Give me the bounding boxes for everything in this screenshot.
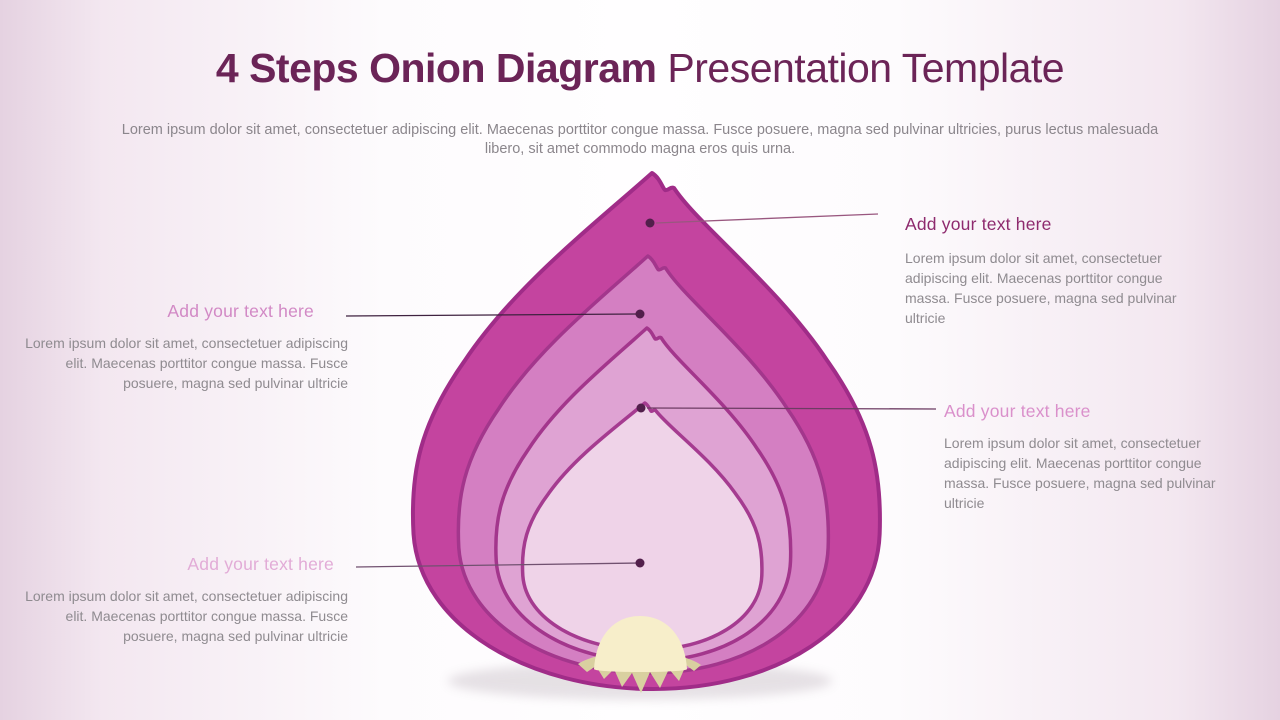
- onion-root-bulb: [594, 616, 687, 672]
- connector-line-3: [646, 407, 937, 410]
- connector-dot-3: [636, 403, 646, 413]
- callout-step-1: Add your text here Lorem ipsum dolor sit…: [905, 214, 1207, 328]
- callout-step-2: Add your text here Lorem ipsum dolor sit…: [18, 301, 348, 393]
- callout-step-3: Add your text here Lorem ipsum dolor sit…: [944, 401, 1244, 513]
- onion-layer-4-core: [520, 401, 764, 652]
- callout-step-1-body: Lorem ipsum dolor sit amet, consectetuer…: [905, 250, 1177, 326]
- connector-dot-2: [635, 309, 645, 319]
- callout-step-4-heading: Add your text here: [187, 554, 334, 574]
- title-bold-part: 4 Steps Onion Diagram: [215, 45, 657, 91]
- callout-step-1-heading: Add your text here: [905, 214, 1052, 234]
- connector-line-4: [355, 562, 642, 568]
- callout-step-2-body: Lorem ipsum dolor sit amet, consectetuer…: [25, 335, 348, 391]
- title-regular-part: Presentation Template: [667, 45, 1065, 91]
- callout-step-4-body: Lorem ipsum dolor sit amet, consectetuer…: [25, 588, 348, 644]
- page-title: 4 Steps Onion Diagram Presentation Templ…: [0, 44, 1280, 93]
- connector-dot-1: [645, 218, 655, 228]
- connector-line-1: [655, 213, 879, 224]
- connector-line-2: [345, 313, 641, 317]
- callout-step-3-heading: Add your text here: [944, 401, 1091, 421]
- callout-step-4: Add your text here Lorem ipsum dolor sit…: [18, 554, 348, 646]
- callout-step-2-heading: Add your text here: [167, 301, 314, 321]
- subtitle-text: Lorem ipsum dolor sit amet, consectetuer…: [121, 122, 1159, 157]
- callout-step-3-body: Lorem ipsum dolor sit amet, consectetuer…: [944, 435, 1216, 511]
- connector-dot-4: [635, 558, 645, 568]
